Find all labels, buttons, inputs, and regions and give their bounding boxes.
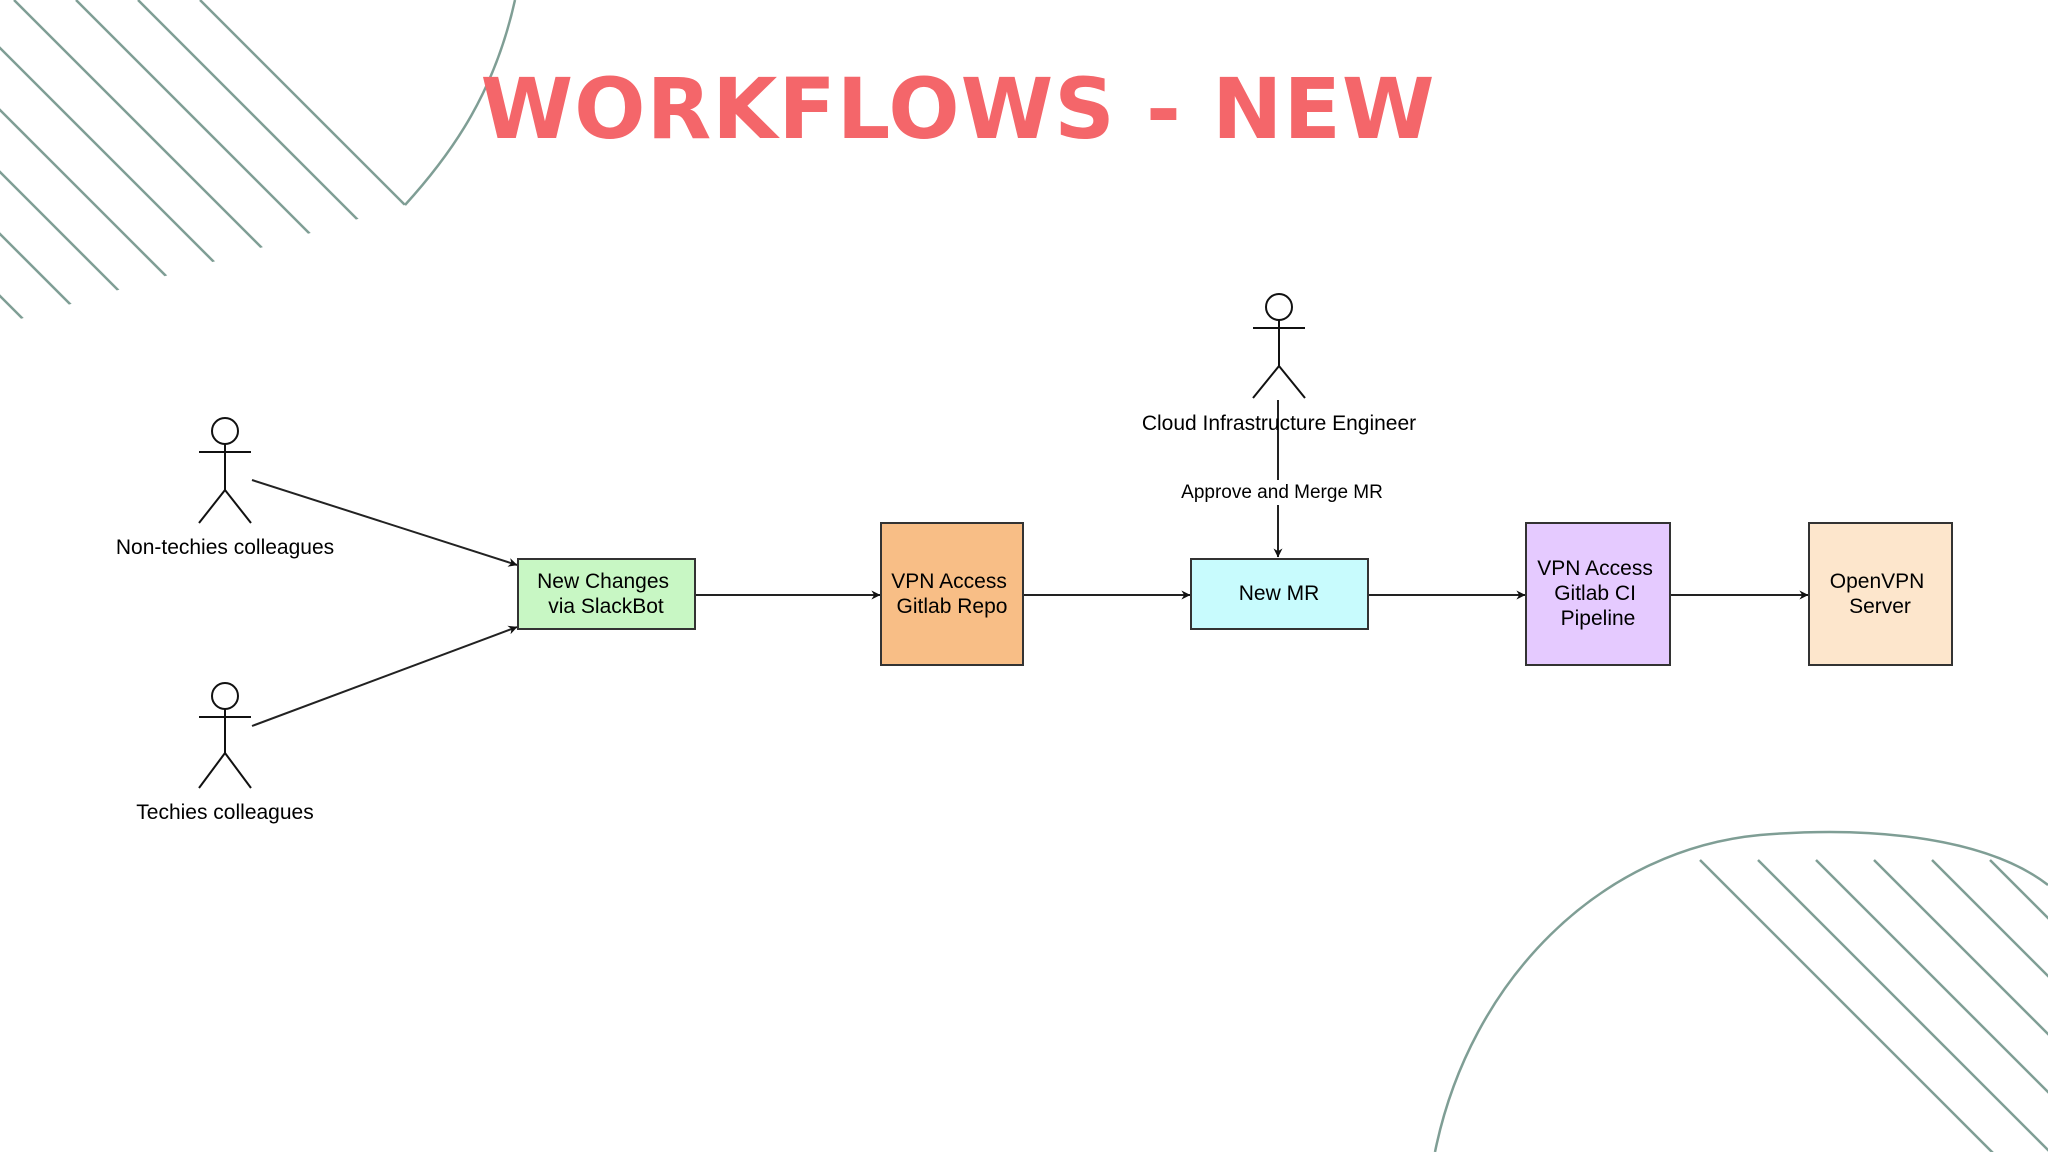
decorative-stripe [1931,859,2048,1152]
actor-label: Non-techies colleagues [116,536,334,559]
decorative-stripe [0,0,97,325]
node-box [880,522,1024,666]
node-label: VPN Access Gitlab CI Pipeline [1537,557,1658,630]
decorative-stripes-top-left [0,0,517,325]
edge-label-approve-merge: Approve and Merge MR [1181,482,1383,503]
decorative-stripe [1989,859,2048,1152]
decorative-stripes-bottom-right [1433,830,2048,1152]
decorative-stripe [1873,859,2048,1152]
actor-non-techies-colleagues: Non-techies colleagues [116,417,334,559]
node-new-mr: New MR [1190,558,1369,630]
decorative-stripe [1757,859,2048,1152]
actor-label: Techies colleagues [136,801,313,824]
edge-techies-to-slackbot [251,625,518,727]
decorative-stripe [0,0,35,325]
decorative-stripe [0,0,221,325]
actor-label: Cloud Infrastructure Engineer [1142,412,1416,435]
node-box [1808,522,1953,666]
stick-figure-icon [1252,293,1306,399]
node-vpn-access-gitlab-ci-pipeline: VPN Access Gitlab CI Pipeline [1525,522,1671,666]
node-label: New MR [1239,582,1320,605]
decorative-stripe [75,0,407,325]
node-label: VPN Access Gitlab Repo [891,570,1012,618]
decorative-arc-bottom-right [1433,830,2048,1152]
decorative-stripe [13,0,345,325]
node-new-changes-via-slackbot: New Changes via SlackBot [517,558,696,630]
stick-figure-icon [198,682,252,789]
node-label: New Changes via SlackBot [537,570,675,618]
decorative-stripe [1699,859,2041,1152]
decorative-arc-top-left [404,0,517,206]
node-box [517,558,696,630]
node-vpn-access-gitlab-repo: VPN Access Gitlab Repo [880,522,1024,666]
diagram-edges: Approve and Merge MR [251,400,1809,727]
node-box [1525,522,1671,666]
stick-figure-icon [198,417,252,524]
actor-cloud-infrastructure-engineer: Cloud Infrastructure Engineer [1142,293,1416,435]
node-openvpn-server: OpenVPN Server [1808,522,1953,666]
edge-non-techies-to-slackbot [251,479,518,567]
page-title: WORKFLOWS - NEW [481,60,1436,158]
actor-techies-colleagues: Techies colleagues [136,682,314,824]
decorative-stripe [0,0,159,325]
decorative-stripe [199,0,515,325]
decorative-stripe [1815,859,2048,1152]
decorative-stripe [137,0,469,325]
node-box [1190,558,1369,630]
node-label: OpenVPN Server [1830,570,1930,618]
